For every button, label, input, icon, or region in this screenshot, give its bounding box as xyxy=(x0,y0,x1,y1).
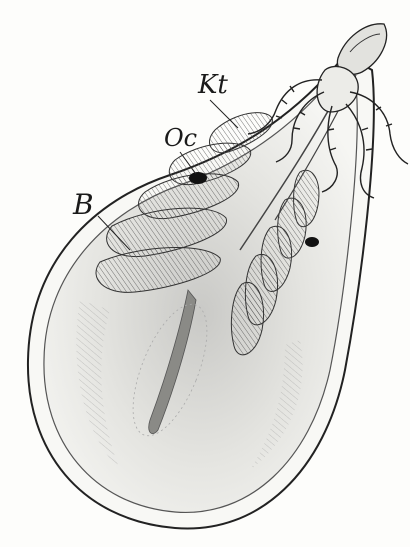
ocellus-spot-right xyxy=(305,237,319,247)
label-b: B xyxy=(73,191,94,219)
label-kt: Kt xyxy=(198,72,228,98)
label-oc: Oc xyxy=(164,126,197,150)
head xyxy=(337,24,386,74)
ocellus-spot xyxy=(189,172,207,184)
